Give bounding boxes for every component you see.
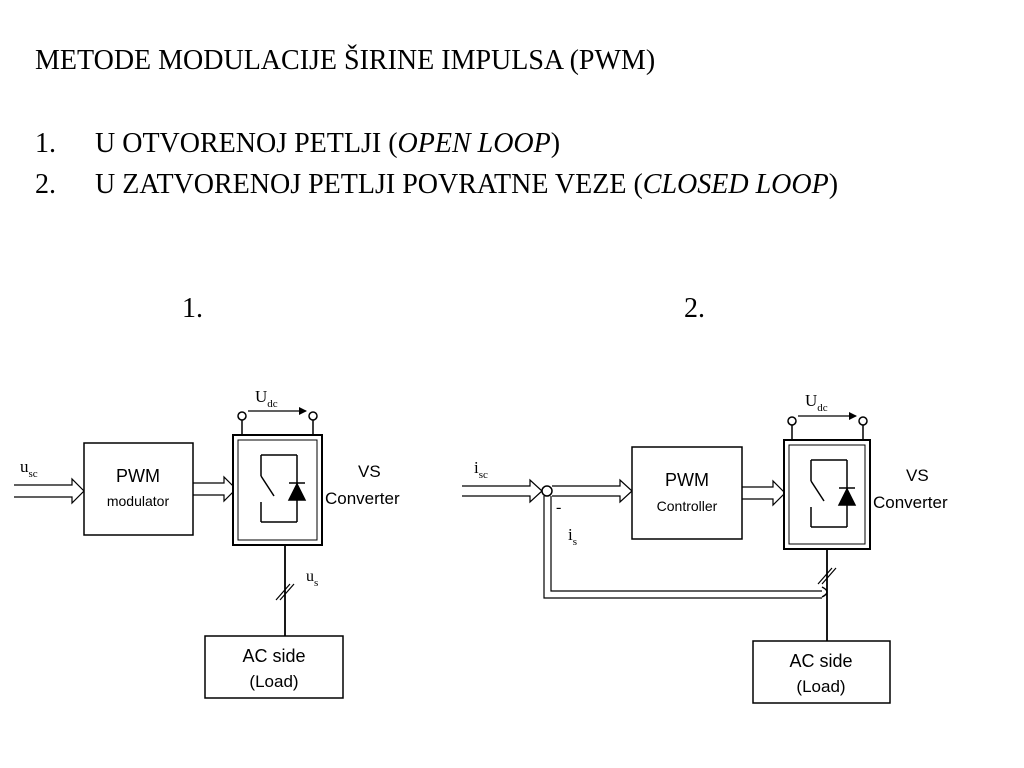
list-text: U OTVORENOJ PETLJI ( [95,128,398,159]
current-sensor-icon [821,586,828,598]
pwm-subtitle: modulator [107,493,170,509]
closed-signal-arrow [742,479,786,507]
list-number: 1. [35,128,56,159]
vs-converter-block [783,439,871,550]
list-text-end: ) [550,128,561,159]
pwm-controller-block [631,446,743,540]
pwm-subtitle: Controller [657,498,718,514]
pwm-modulator-block [83,442,194,536]
open-input-label: usc [20,457,38,480]
error-arrow [552,478,633,504]
output-label: us [306,568,318,589]
feedback-label: is [568,525,577,548]
open-loop-diagram: usc PWM modulator Udc VS Conve [14,387,400,699]
list-text: U ZATVORENOJ PETLJI POVRATNE VEZE ( [95,169,643,200]
list-text-italic: CLOSED LOOP [642,169,829,200]
list-number: 2. [35,169,56,200]
converter-label-2: Converter [325,489,400,508]
summing-junction [541,485,553,497]
dc-terminal-left [787,416,797,426]
figure-label-1: 1. [182,293,203,324]
converter-label-1: VS [358,462,381,481]
list-item-closed-loop: 2. U ZATVORENOJ PETLJI POVRATNE VEZE (CLO… [35,168,838,202]
dc-terminal-right [858,416,868,426]
pwm-title: PWM [665,470,709,490]
closed-loop-diagram: isc - is PWM Controller Udc [462,391,948,704]
vs-converter-block [232,434,323,546]
list-text-italic: OPEN LOOP [397,128,551,159]
dc-terminal-right [308,411,318,421]
load-label-1: AC side [242,646,305,666]
pwm-title: PWM [116,466,160,486]
closed-input-arrow [462,478,543,504]
minus-sign: - [556,499,561,516]
load-label-1: AC side [789,651,852,671]
closed-input-label: isc [474,458,488,481]
open-input-arrow [14,477,85,505]
ac-load-block [204,635,344,699]
switch-diode-icon [260,454,307,523]
load-label-2: (Load) [249,672,298,691]
converter-label-2: Converter [873,493,948,512]
converter-label-1: VS [906,466,929,485]
load-label-2: (Load) [796,677,845,696]
dc-label: Udc [255,387,278,410]
list-text-end: ) [828,169,839,200]
feedback-path [543,496,822,599]
ac-load-block [752,640,891,704]
open-signal-arrow [193,475,237,503]
page-title: METODE MODULACIJE ŠIRINE IMPULSA (PWM) [35,45,656,76]
dc-terminal-left [237,411,247,421]
switch-diode-icon [810,459,857,528]
dc-label: Udc [805,391,828,414]
list-item-open-loop: 1. U OTVORENOJ PETLJI (OPEN LOOP) [35,127,560,161]
figure-label-2: 2. [684,293,705,324]
